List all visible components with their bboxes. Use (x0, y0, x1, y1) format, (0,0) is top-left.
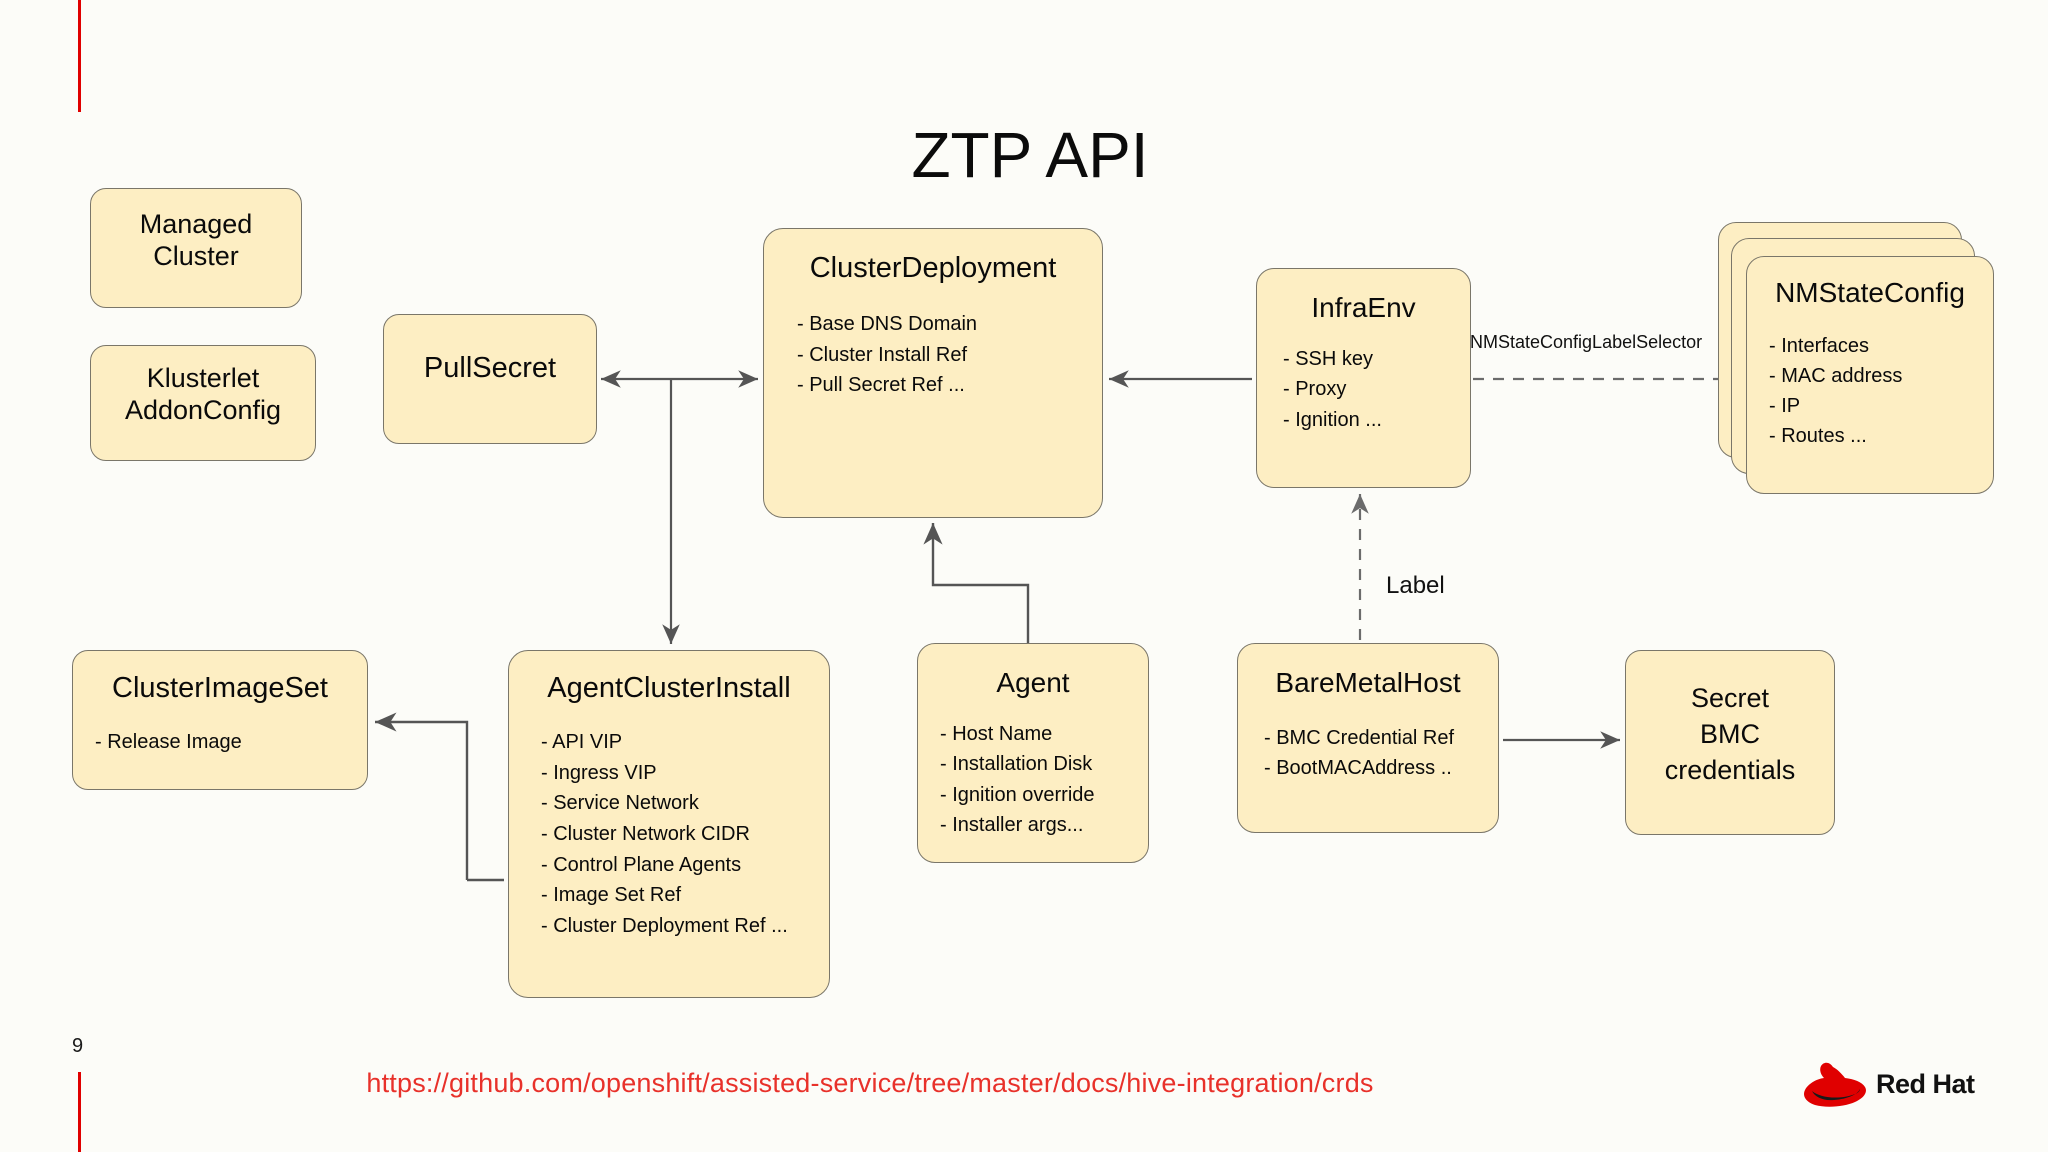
node-managed-cluster[interactable]: Managed Cluster (90, 188, 302, 308)
node-attribute-list: - Base DNS Domain - Cluster Install Ref - … (764, 309, 1102, 400)
node-attribute-list: - Host Name - Installation Disk - Ignition… (918, 719, 1148, 841)
node-title: ClusterImageSet (112, 672, 328, 704)
node-attribute: - Service Network (541, 792, 699, 815)
node-attribute: - Routes ... (1769, 425, 1867, 447)
footer-url-link[interactable]: https://github.com/openshift/assisted-se… (366, 1068, 1374, 1098)
node-title: AgentClusterInstall (547, 672, 791, 704)
node-attribute: - BootMACAddress .. (1264, 757, 1452, 780)
red-hat-wordmark: Red Hat (1876, 1069, 1975, 1099)
node-title-line2: Cluster (153, 240, 239, 271)
node-title: InfraEnv (1311, 292, 1416, 323)
node-title: Agent (996, 667, 1070, 698)
node-attribute-list: - BMC Credential Ref - BootMACAddress .. (1238, 723, 1498, 784)
node-attribute-list: - Release Image (73, 727, 367, 758)
node-title: PullSecret (423, 352, 557, 384)
nmstate-card-front[interactable]: NMStateConfig - Interfaces- MAC address-… (1746, 256, 1994, 494)
node-infra-env[interactable]: InfraEnv - SSH key - Proxy - Ignition ... (1256, 268, 1471, 488)
node-attribute: - Cluster Install Ref (797, 343, 968, 366)
node-pull-secret[interactable]: PullSecret (383, 314, 597, 444)
node-title-line1: Klusterlet (146, 363, 260, 393)
node-title: Secret BMC credentials (1626, 651, 1834, 789)
node-title: Klusterlet AddonConfig (91, 346, 315, 427)
node-title-line1: Managed (139, 209, 253, 239)
edge-label-label: Label (1386, 572, 1445, 599)
node-nmstate-config-stack[interactable]: NMStateConfig - Interfaces- MAC address-… (1718, 222, 1994, 494)
node-title-line1: Secret (1690, 683, 1770, 713)
node-attribute: - BMC Credential Ref (1264, 727, 1455, 750)
node-attribute-list: - SSH key - Proxy - Ignition ... (1257, 344, 1470, 435)
node-attribute: - Installation Disk (940, 753, 1093, 776)
accent-bar-top (78, 0, 81, 112)
node-attribute: - Cluster Network CIDR (541, 823, 750, 845)
node-attribute: - Ingress VIP (541, 761, 657, 784)
page-title: ZTP API (911, 119, 1149, 191)
node-attribute: - MAC address (1769, 365, 1903, 387)
node-klusterlet-addon-config[interactable]: Klusterlet AddonConfig (90, 345, 316, 461)
page-number: 9 (72, 1035, 84, 1057)
edge-agent-clusterdeployment (923, 523, 1030, 643)
node-secret-bmc-credentials[interactable]: Secret BMC credentials (1625, 650, 1835, 835)
node-attribute: - Image Set Ref (541, 884, 682, 907)
node-attribute: - Installer args... (940, 814, 1084, 837)
node-attribute: - Pull Secret Ref ... (797, 374, 965, 396)
node-title-line2: BMC (1700, 718, 1760, 749)
node-agent[interactable]: Agent - Host Name - Installation Disk - Ig… (917, 643, 1149, 863)
node-cluster-deployment[interactable]: ClusterDeployment - Base DNS Domain - Clu… (763, 228, 1103, 518)
red-hat-logo: Red Hat (1800, 1060, 1980, 1116)
node-cluster-image-set[interactable]: ClusterImageSet - Release Image (72, 650, 368, 790)
node-title-line2: AddonConfig (124, 394, 282, 425)
node-attribute: - Ignition override (940, 783, 1095, 806)
node-attribute: - SSH key (1283, 348, 1374, 371)
node-title: BareMetalHost (1275, 667, 1461, 698)
node-attribute: - Cluster Deployment Ref ... (541, 914, 788, 937)
node-attribute: - IP (1769, 395, 1801, 417)
accent-bar-bottom (78, 1072, 81, 1152)
node-attribute: - Base DNS Domain (797, 313, 978, 336)
node-attribute: - API VIP (541, 731, 623, 754)
node-agent-cluster-install[interactable]: AgentClusterInstall - API VIP - Ingress V… (508, 650, 830, 998)
edge-label-nmstateconfiglabelselector: NMStateConfigLabelSelector (1470, 332, 1703, 352)
node-attribute: - Host Name (940, 723, 1053, 746)
node-title-line3: credentials (1664, 754, 1796, 785)
node-attribute: - Interfaces (1769, 335, 1870, 357)
node-attribute-list: - Interfaces - MAC address - IP - Routes ..… (1747, 331, 1993, 451)
node-attribute: - Control Plane Agents (541, 853, 742, 876)
edge-agentclusterinstall-clusterimageset (375, 712, 469, 880)
node-title: ClusterDeployment (809, 252, 1057, 284)
node-bare-metal-host[interactable]: BareMetalHost - BMC Credential Ref - Boot… (1237, 643, 1499, 833)
node-attribute: - Ignition ... (1283, 408, 1382, 431)
red-hat-fedora-icon (1804, 1062, 1866, 1107)
node-title: Managed Cluster (91, 189, 301, 273)
node-attribute: - Proxy (1283, 378, 1347, 401)
node-attribute-list: - API VIP - Ingress VIP - Service Network -… (509, 727, 829, 941)
node-title: NMStateConfig (1775, 277, 1965, 308)
node-attribute: - Release Image (95, 731, 242, 754)
